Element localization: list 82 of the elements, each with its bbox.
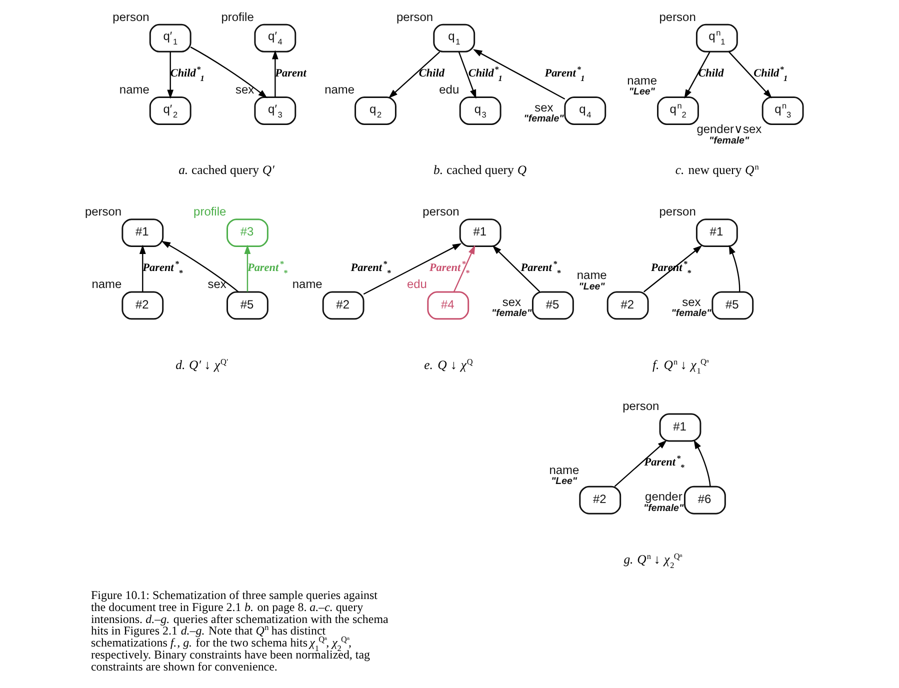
label: c. new query Q$^{n}$ (674, 162, 758, 178)
node-box: #1 (695, 218, 738, 248)
node-label: sex (502, 295, 521, 310)
node-box: q$_{2}$ (354, 96, 396, 125)
caption: Figure 10.1: Schematization of three sample queries against the document tree in Figure 2.1 b. on page 8. a.–c. query intensions. d.–g. queries after schematization with the schema hits in Figures 2.1 d.–g. Note that Q$^{n}$ has distinct schematizations f., g. for the two schema hits χ$_{1}$$^{Qⁿ}$, χ$_{2}$$^{Qⁿ}$, respectively. Binary constraints have been normalized, tag constraints are shown for convenience. (90, 588, 388, 674)
arrow (138, 244, 146, 292)
node-label: name (548, 462, 579, 477)
arrow (160, 240, 238, 292)
node-label: person (422, 204, 459, 218)
node-label: "female" (643, 502, 684, 514)
node-box: q$_{3}$ (458, 96, 501, 125)
arrow (244, 244, 250, 292)
arrow (693, 440, 710, 486)
node-box: #2 (606, 291, 648, 320)
edge-label: Child (698, 67, 724, 80)
edge-label: Child (418, 67, 444, 80)
node-box: #5 (711, 291, 754, 320)
node-label: person (396, 10, 433, 24)
node-label: "Lee" (550, 476, 577, 487)
node-label: name (292, 277, 322, 292)
node-box: #1 (658, 413, 701, 442)
node-box: q′$_{4}$ (254, 24, 296, 52)
node-label: "Lee" (628, 86, 654, 98)
node-label: profile (193, 204, 226, 218)
arrow (271, 50, 278, 98)
node-label: name (576, 268, 606, 282)
node-label: gender∨sex (696, 122, 762, 136)
arrow (728, 244, 740, 292)
edge-label: Parent (274, 67, 306, 80)
node-box: #2 (121, 291, 164, 320)
node-box: #1 (121, 218, 164, 248)
arrow (388, 52, 440, 98)
arrow (614, 440, 666, 487)
node-box: #2 (578, 486, 621, 514)
node-label: person (84, 204, 122, 218)
node-box: #6 (683, 486, 726, 514)
arrow (166, 52, 174, 99)
node-label: edu (406, 277, 426, 292)
node-box: #5 (531, 291, 574, 320)
node-label: "female" (708, 135, 749, 146)
arrow (452, 244, 475, 292)
node-label: sex (234, 82, 254, 96)
label: d. Q′ ↓ χ$^{Q′}$ (175, 357, 228, 372)
arrow (362, 243, 462, 295)
arrow (190, 46, 267, 98)
node-label: name (626, 73, 657, 88)
node-label: edu (438, 82, 459, 96)
node-box: q′$_{3}$ (254, 96, 296, 125)
node-box: q$_{1}$ (432, 24, 475, 52)
node-label: profile (220, 10, 254, 24)
node-label: name (91, 277, 122, 292)
label: a. cached query Q′ (178, 163, 274, 178)
node-label: "Lee" (578, 281, 604, 292)
node-label: person (658, 204, 696, 218)
node-label: sex (682, 295, 700, 310)
arrow (492, 245, 540, 292)
label: e. Q ↓ χ$^{Q}$ (424, 357, 472, 372)
node-label: "female" (670, 308, 711, 320)
node-label: gender (644, 490, 682, 504)
node-label: "female" (491, 308, 532, 320)
node-box: #2 (322, 291, 364, 320)
arrow (684, 52, 710, 99)
node-label: name (324, 82, 354, 96)
node-label: person (622, 399, 659, 414)
node-label: sex (207, 277, 226, 292)
node-label: person (658, 10, 696, 24)
node-label: "female" (523, 114, 564, 125)
node-label: person (112, 10, 149, 24)
node-box: q$_{4}$ (564, 96, 606, 125)
label: b. cached query Q (433, 163, 526, 178)
node-label: name (118, 82, 149, 96)
node-box: #1 (458, 218, 501, 248)
node-box: q′$_{2}$ (148, 96, 191, 125)
arrow (472, 49, 565, 100)
node-box: q′$_{1}$ (148, 24, 191, 52)
node-box: #3 (226, 218, 268, 248)
node-box: #5 (226, 291, 268, 320)
arrow (458, 52, 476, 99)
arrow (642, 245, 702, 292)
arrow (728, 52, 772, 98)
node-box: #4 (426, 291, 469, 320)
node-label: sex (534, 100, 553, 114)
